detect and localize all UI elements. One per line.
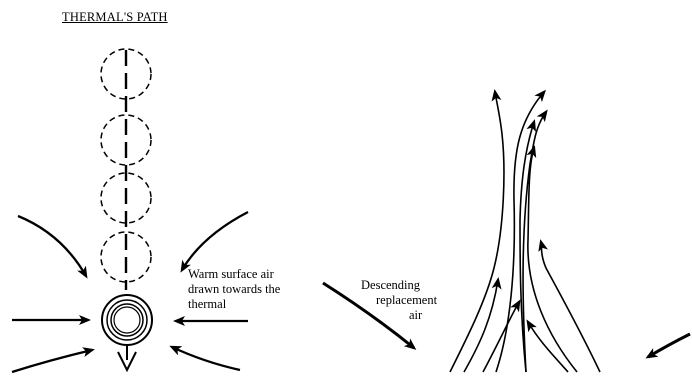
diagram-title: THERMAL'S PATH (62, 10, 168, 24)
streamline (538, 239, 601, 373)
inflow-arrow (180, 210, 249, 273)
thermal-bubble (100, 48, 152, 100)
streamline (449, 89, 505, 373)
warm-air-label-line: drawn towards the (188, 282, 281, 296)
streamline (482, 299, 521, 373)
streamline (526, 145, 578, 373)
descending-arrow (645, 332, 691, 359)
warm-air-label-line: thermal (188, 297, 227, 311)
thermal-tail-arrow (117, 351, 137, 373)
inflow-arrow (11, 347, 95, 374)
warm-air-label: Warm surface air drawn towards the therm… (188, 267, 280, 312)
streamline (519, 119, 537, 373)
descending-air-label: Descending replacement air (361, 278, 437, 323)
descending-label-line: replacement (376, 293, 438, 307)
warm-air-label-line: Warm surface air (188, 267, 274, 281)
descending-label-line: Descending (361, 278, 421, 292)
streamline (495, 89, 546, 373)
streamline (522, 109, 548, 373)
descending-arrow (322, 281, 417, 350)
thermal-source (101, 294, 153, 346)
thermal-bubble (100, 114, 152, 166)
streamline (526, 319, 569, 373)
thermal-bubble (100, 172, 152, 224)
descending-arrows (322, 281, 691, 359)
streamline (463, 277, 502, 373)
inflow-arrow (169, 345, 241, 372)
inflow-arrow (17, 214, 88, 279)
thermal-bubbles (100, 48, 152, 283)
thermal-bubble (100, 231, 152, 283)
descending-label-line: air (409, 308, 423, 322)
inflow-arrows (11, 210, 249, 374)
rising-air-streamlines (449, 89, 601, 373)
